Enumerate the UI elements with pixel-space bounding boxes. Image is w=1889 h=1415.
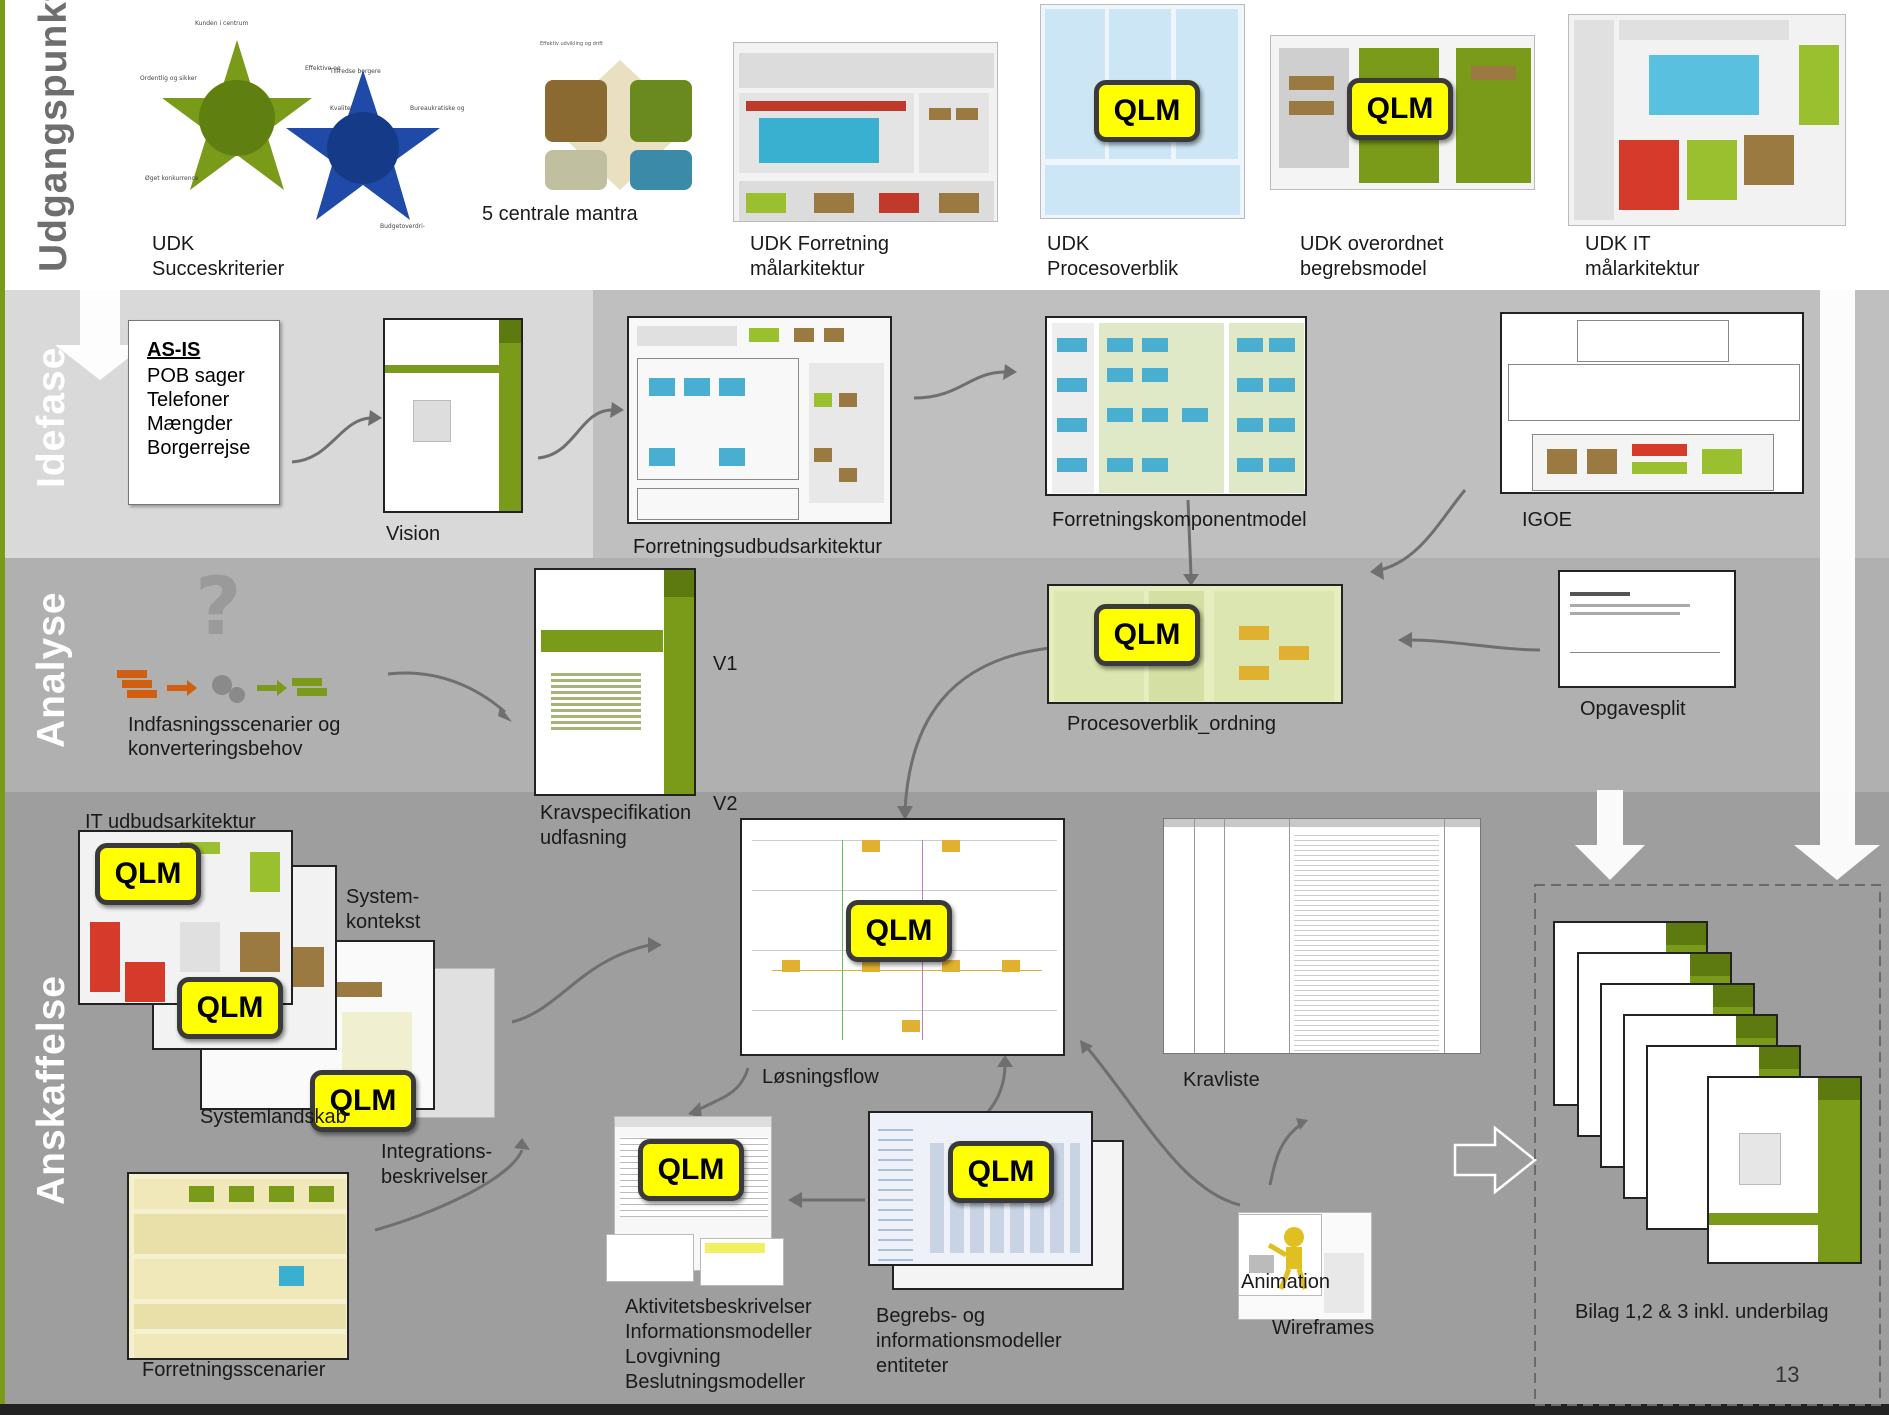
bilag-caption: Bilag 1,2 & 3 inkl. underbilag <box>1575 1301 1829 1323</box>
animation-thumbnail <box>1238 1214 1322 1296</box>
mantra-graphic: Effektiv udvikling og drift <box>540 41 692 190</box>
it-malarkitektur-thumbnail <box>1568 14 1846 226</box>
svg-text:Ordentlig og sikker: Ordentlig og sikker <box>140 75 197 82</box>
aktivitet-model-1 <box>606 1234 694 1282</box>
phase-label-analyse: Analyse <box>30 591 73 748</box>
asis-line-3: Mængder <box>147 413 233 435</box>
aktivitet-caption-4: Beslutningsmodeller <box>625 1371 806 1393</box>
integrationer-caption-2: beskrivelser <box>381 1166 488 1188</box>
proces-caption-2: Procesoverblik <box>1047 258 1179 280</box>
svg-text:Bureaukratiske og: Bureaukratiske og <box>410 105 465 112</box>
begreb-caption-2: begrebsmodel <box>1300 258 1427 280</box>
succeskriterier-graphic: Kunden i centrum Ordentlig og sikker Eff… <box>140 20 465 230</box>
succes-caption-2: Succeskriterier <box>152 258 285 280</box>
it-caption-1: UDK IT <box>1585 233 1651 255</box>
it-caption-2: målarkitektur <box>1585 258 1700 280</box>
svg-text:Effektive og: Effektive og <box>305 65 341 72</box>
forretning-caption-1: UDK Forretning <box>750 233 889 255</box>
aktivitet-caption-1: Aktivitetsbeskrivelser <box>625 1296 812 1318</box>
kravliste-caption: Kravliste <box>1183 1069 1260 1091</box>
svg-text:Kunden i centrum: Kunden i centrum <box>195 20 248 27</box>
vision-document <box>383 318 523 513</box>
vision-caption: Vision <box>386 523 441 545</box>
svg-text:Tilfredse borgere: Tilfredse borgere <box>329 68 381 75</box>
qlm-badge-procesoverblik: QLM <box>1094 80 1200 142</box>
it-udbud-page <box>78 830 293 1005</box>
igoe-caption: IGOE <box>1522 509 1573 531</box>
wireframes-caption: Wireframes <box>1272 1317 1375 1339</box>
qlm-badge-begrebsmodel: QLM <box>1347 78 1453 140</box>
loesningsflow-caption: Løsningsflow <box>762 1066 879 1088</box>
qlm-badge-it-udbud: QLM <box>95 843 201 905</box>
svg-text:Effektiv udvikling og drift: Effektiv udvikling og drift <box>540 41 603 47</box>
asis-title: AS-IS <box>147 339 201 361</box>
begreb-caption-1: UDK overordnet <box>1300 233 1444 255</box>
phase-label-anskaffelse: Anskaffelse <box>30 975 73 1205</box>
komponent-thumbnail <box>1045 316 1307 496</box>
v2-label: V2 <box>713 793 738 815</box>
animation-figure-icon <box>1249 1227 1308 1290</box>
aktivitet-caption-2: Informationsmodeller <box>625 1321 812 1343</box>
qlm-badge-aktivitet: QLM <box>638 1139 744 1201</box>
forretningsscenarier-thumbnail <box>127 1172 349 1360</box>
qlm-badge-loesningsflow: QLM <box>846 900 952 962</box>
indfasning-graphic <box>117 670 327 703</box>
asis-line-2: Telefoner <box>147 389 230 411</box>
svg-text:Øget konkurrence: Øget konkurrence <box>145 175 199 182</box>
indfasning-caption-1: Indfasningsscenarier og <box>128 714 341 736</box>
qlm-badge-begreb: QLM <box>948 1141 1054 1203</box>
question-mark-icon: ? <box>195 560 242 653</box>
bottom-bar <box>0 1404 1889 1415</box>
forretning-caption-2: målarkitektur <box>750 258 865 280</box>
qlm-badge-systemlandskab: QLM <box>310 1070 416 1132</box>
qlm-badge-procesordning: QLM <box>1094 604 1200 666</box>
opgavesplit-caption: Opgavesplit <box>1580 698 1686 720</box>
asis-line-1: POB sager <box>147 365 245 387</box>
aktivitet-model-2 <box>700 1238 784 1286</box>
forretningsudbud-thumbnail <box>627 316 892 524</box>
animation-caption: Animation <box>1241 1271 1330 1293</box>
opgavesplit-thumbnail <box>1558 570 1736 688</box>
kravspec-document <box>534 568 696 796</box>
svg-text:Kvalitet: Kvalitet <box>330 105 354 112</box>
begreb-caption-3: entiteter <box>876 1355 949 1377</box>
proces-caption-1: UDK <box>1047 233 1090 255</box>
kravliste-thumbnail <box>1163 818 1481 1054</box>
forretningsudbud-caption: Forretningsudbudsarkitektur <box>633 536 883 558</box>
forretning-thumbnail <box>733 42 998 222</box>
left-edge-line <box>0 0 5 1415</box>
begreb-caption-2: informationsmodeller <box>876 1330 1062 1352</box>
kravspec-caption-2: udfasning <box>540 827 627 849</box>
qlm-badge-system-kontekst: QLM <box>177 977 283 1039</box>
forretningsscenarier-caption: Forretningsscenarier <box>142 1359 326 1381</box>
svg-text:Budgetoverdri-: Budgetoverdri- <box>380 223 425 230</box>
asis-document: AS-IS POB sager Telefoner Mængder Borger… <box>128 320 280 505</box>
asis-line-4: Borgerrejse <box>147 437 251 459</box>
phase-label-udgangspunkt: Udgangspunkt <box>32 0 75 272</box>
phase-label-idefase: Idefase <box>30 346 73 488</box>
indfasning-caption-2: konverteringsbehov <box>128 738 303 760</box>
igoe-thumbnail <box>1500 312 1804 494</box>
systemlandskab-caption: Systemlandskab <box>200 1106 347 1128</box>
aktivitet-caption-3: Lovgivning <box>625 1346 721 1368</box>
begreb-caption-1: Begrebs- og <box>876 1305 985 1327</box>
v1-label: V1 <box>713 653 738 675</box>
succes-caption-1: UDK <box>152 233 195 255</box>
integrationer-caption-1: Integrations- <box>381 1141 493 1163</box>
it-udbud-caption: IT udbudsarkitektur <box>85 811 256 833</box>
komponent-caption: Forretningskomponentmodel <box>1052 509 1307 531</box>
systemkontekst-caption-2: kontekst <box>346 911 421 933</box>
bilag-doc-6 <box>1707 1076 1862 1264</box>
procesordning-caption: Procesoverblik_ordning <box>1067 713 1277 735</box>
systemkontekst-caption-1: System- <box>346 886 420 908</box>
kravspec-caption-1: Kravspecifikation <box>540 802 692 824</box>
page-number: 13 <box>1775 1362 1800 1387</box>
mantra-caption: 5 centrale mantra <box>482 203 638 225</box>
